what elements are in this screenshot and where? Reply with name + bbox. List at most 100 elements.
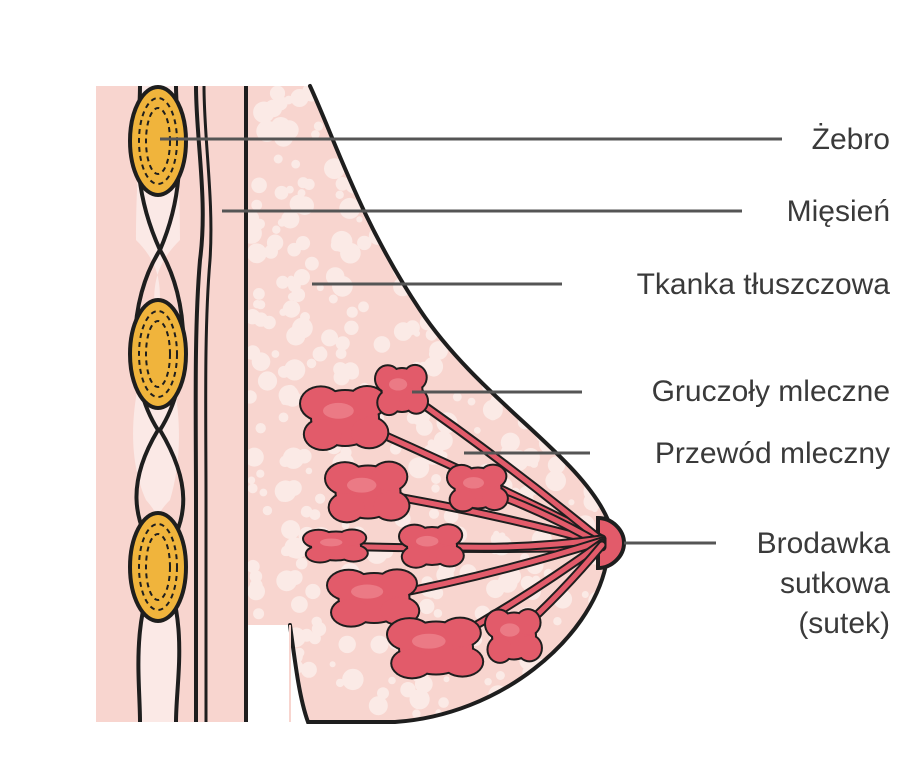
fat-lobule bbox=[303, 178, 315, 190]
breast-outline-lower bbox=[288, 563, 608, 724]
fat-lobule bbox=[287, 570, 303, 586]
fat-lobule bbox=[431, 474, 442, 484]
fat-lobule bbox=[484, 678, 492, 686]
fat-lobule bbox=[290, 89, 309, 107]
gland-lobule bbox=[436, 545, 463, 566]
fat-lobule bbox=[342, 362, 359, 380]
fat-lobule bbox=[337, 92, 357, 112]
label-nipple-line2: sutkowa bbox=[779, 567, 890, 600]
fat-lobule bbox=[373, 336, 391, 353]
fat-lobule bbox=[414, 181, 429, 196]
fat-lobule bbox=[389, 89, 399, 100]
gland-lobule bbox=[378, 391, 400, 415]
fat-lobule bbox=[477, 318, 489, 329]
fat-lobule bbox=[512, 247, 534, 269]
fat-lobule bbox=[525, 337, 540, 352]
fat-lobule bbox=[473, 427, 481, 434]
fat-lobule bbox=[271, 636, 287, 652]
label-nipple-line3: (sutek) bbox=[798, 607, 890, 640]
fat-lobule bbox=[500, 100, 514, 114]
fat-lobule bbox=[412, 709, 421, 718]
fat-lobule bbox=[253, 608, 265, 620]
fat-lobule bbox=[601, 364, 610, 373]
fat-lobule bbox=[547, 456, 566, 474]
fat-lobule bbox=[427, 271, 435, 279]
fat-lobule bbox=[472, 328, 480, 336]
fat-lobule bbox=[585, 146, 595, 156]
fat-lobule bbox=[528, 395, 539, 406]
gland-highlight bbox=[323, 402, 354, 419]
fat-lobule bbox=[340, 144, 354, 157]
fat-lobule bbox=[246, 447, 264, 467]
label-fat-tissue: Tkanka tłuszczowa bbox=[636, 268, 890, 301]
fat-lobule bbox=[453, 218, 469, 234]
fat-lobule bbox=[335, 678, 345, 688]
fat-lobule bbox=[335, 190, 344, 199]
fat-lobule bbox=[591, 272, 610, 292]
fat-lobule bbox=[424, 91, 433, 101]
fat-lobule bbox=[289, 365, 296, 372]
fat-lobule bbox=[317, 346, 326, 354]
fat-lobule bbox=[554, 684, 568, 698]
fat-lobule bbox=[525, 382, 541, 397]
fat-lobule bbox=[605, 625, 612, 632]
label-rib: Żebro bbox=[811, 123, 890, 156]
fat-lobule bbox=[609, 615, 617, 634]
fat-lobule bbox=[482, 399, 503, 420]
fat-lobule bbox=[295, 557, 308, 570]
fat-lobule bbox=[545, 321, 564, 341]
fat-lobule bbox=[569, 222, 578, 231]
gland-lobule bbox=[482, 487, 507, 510]
gland-highlight bbox=[347, 477, 377, 493]
fat-lobule bbox=[517, 370, 532, 385]
fat-lobule bbox=[412, 239, 432, 258]
fat-lobule bbox=[431, 484, 440, 493]
fat-lobule bbox=[408, 457, 430, 479]
fat-lobule bbox=[467, 397, 476, 406]
fat-lobule bbox=[251, 352, 271, 372]
fat-lobule bbox=[443, 176, 453, 186]
fat-lobule bbox=[612, 500, 617, 510]
fat-lobule bbox=[305, 583, 321, 600]
fat-lobule bbox=[512, 148, 527, 162]
fat-lobule bbox=[457, 164, 476, 182]
fat-lobule bbox=[257, 670, 280, 693]
fat-lobule bbox=[308, 632, 321, 645]
fat-lobule bbox=[554, 199, 563, 209]
fat-lobule bbox=[377, 687, 389, 700]
fat-lobule bbox=[252, 705, 264, 717]
gland-lobule bbox=[405, 389, 428, 413]
fat-lobule bbox=[553, 617, 562, 626]
fat-lobule bbox=[409, 689, 430, 710]
fat-lobule bbox=[596, 288, 610, 302]
fat-lobule bbox=[345, 86, 354, 96]
fat-lobule bbox=[479, 219, 502, 242]
fat-lobule bbox=[597, 461, 606, 470]
fat-lobule bbox=[561, 106, 568, 113]
fat-lobule bbox=[535, 125, 542, 133]
fat-lobule bbox=[576, 149, 590, 163]
fat-lobule bbox=[269, 86, 286, 101]
label-nipple: Brodawka sutkowa (sutek) bbox=[690, 524, 890, 644]
fat-lobule bbox=[295, 236, 311, 251]
fat-lobule bbox=[579, 461, 592, 474]
fat-lobule bbox=[423, 173, 440, 190]
fat-lobule bbox=[525, 215, 538, 228]
fat-lobule bbox=[537, 710, 546, 719]
label-mammary-glands: Gruczoły mleczne bbox=[651, 375, 890, 408]
rib-column-outline-right bbox=[157, 85, 186, 723]
fat-lobule bbox=[495, 164, 516, 185]
fat-lobule bbox=[271, 350, 280, 358]
fat-lobule bbox=[255, 423, 266, 434]
fat-lobule bbox=[523, 125, 537, 139]
gland-lobule bbox=[480, 465, 506, 488]
fat-lobule bbox=[580, 155, 598, 173]
fat-lobule bbox=[415, 230, 425, 240]
fat-lobule bbox=[576, 432, 591, 447]
fat-lobule bbox=[603, 648, 613, 658]
fat-lobule bbox=[585, 101, 605, 121]
gland-lobule bbox=[348, 386, 386, 417]
fat-lobule bbox=[356, 216, 363, 223]
gland-lobule bbox=[516, 610, 540, 635]
